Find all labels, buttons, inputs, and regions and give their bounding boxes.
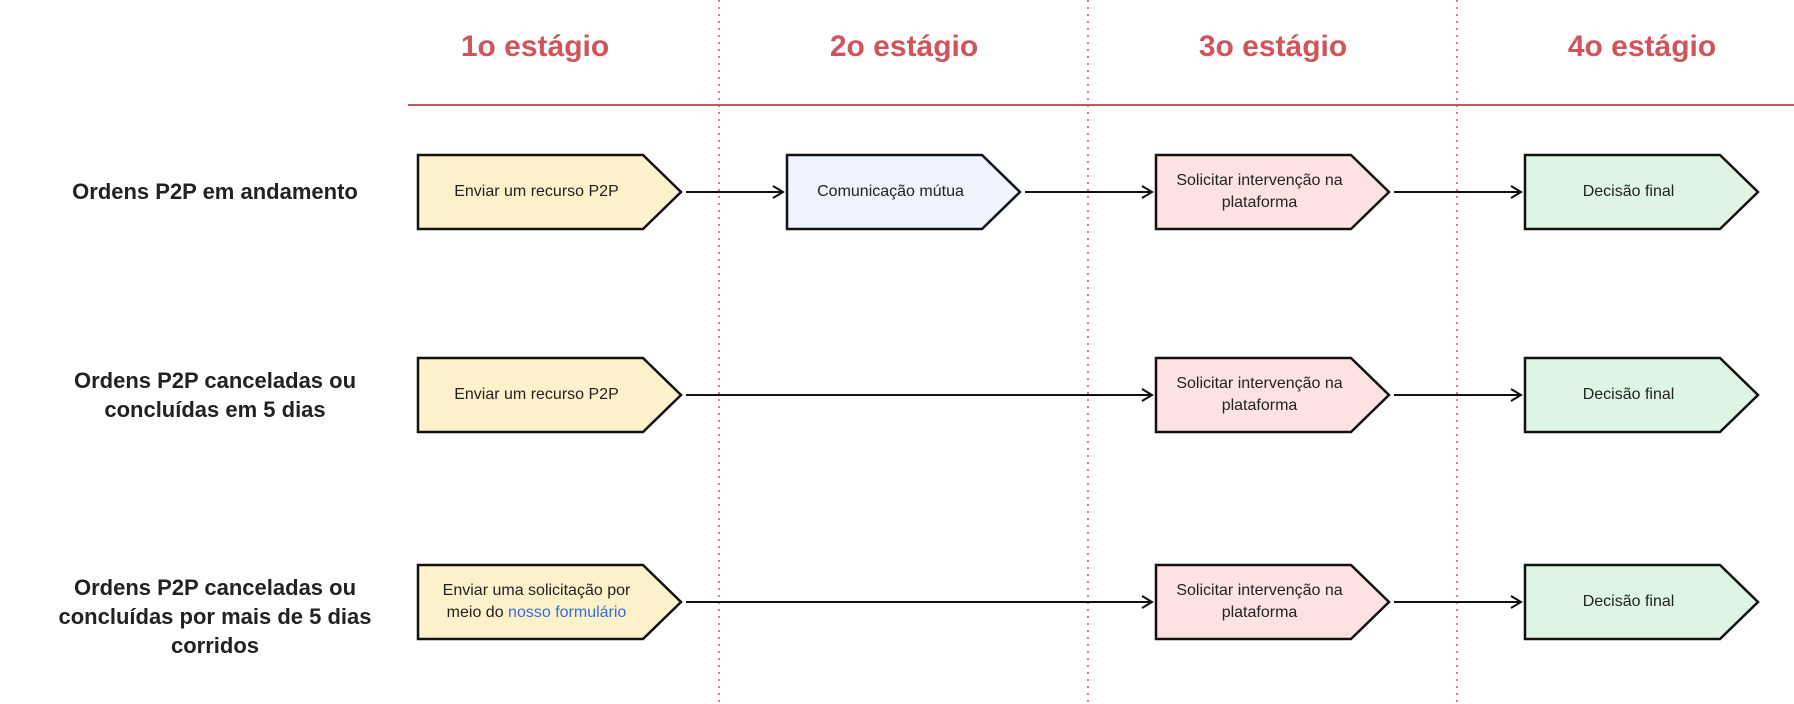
step-shape-r2-s3 <box>1154 356 1391 434</box>
step-shape-r3-s3 <box>1154 563 1391 641</box>
step-label: Enviar um recurso P2P <box>454 183 619 200</box>
stage-title-2: 2o estágio <box>829 30 979 63</box>
step-label: Solicitar intervenção na plataforma <box>1176 172 1343 211</box>
step-text-r2-s3: Solicitar intervenção na plataforma <box>1164 358 1355 432</box>
step-label: Decisão final <box>1582 593 1675 610</box>
step-text-r1-s4: Decisão final <box>1533 155 1724 229</box>
step-text-r3-s1: Enviar uma solicitação por meio do nosso… <box>426 565 647 639</box>
step-shape-r2-s4 <box>1523 356 1760 434</box>
step-text-r1-s3: Solicitar intervenção na plataforma <box>1164 155 1355 229</box>
step-shape-r1-s3 <box>1154 153 1391 231</box>
row-label-3: Ordens P2P canceladas ou concluídas por … <box>58 575 372 658</box>
step-shape-r1-s4 <box>1523 153 1760 231</box>
step-label: Decisão final <box>1582 386 1675 403</box>
row-label-2: Ordens P2P canceladas ou concluídas em 5… <box>73 368 357 422</box>
step-text-r3-s3: Solicitar intervenção na plataforma <box>1164 565 1355 639</box>
step-text-r1-s1: Enviar um recurso P2P <box>426 155 647 229</box>
row-label-1: Ordens P2P em andamento <box>72 179 358 204</box>
step-label: Enviar um recurso P2P <box>454 386 619 403</box>
step-label: Decisão final <box>1582 183 1675 200</box>
step-label: Comunicação mútua <box>817 183 964 200</box>
step-shape-r1-s1 <box>416 153 683 231</box>
step-text-r3-s4: Decisão final <box>1533 565 1724 639</box>
stage-title-4: 4o estágio <box>1567 30 1717 63</box>
step-shape-r1-s2 <box>785 153 1022 231</box>
step-text-r1-s2: Comunicação mútua <box>795 155 986 229</box>
step-text-r2-s1: Enviar um recurso P2P <box>426 358 647 432</box>
step-shape-r2-s1 <box>416 356 683 434</box>
stage-title-1: 1o estágio <box>460 30 610 63</box>
form-link[interactable]: nosso formulário <box>508 604 627 621</box>
step-shape-r3-s4 <box>1523 563 1760 641</box>
step-text-r2-s4: Decisão final <box>1533 358 1724 432</box>
step-label: Solicitar intervenção na plataforma <box>1176 582 1343 621</box>
step-shape-r3-s1 <box>416 563 683 641</box>
step-label: Solicitar intervenção na plataforma <box>1176 375 1343 414</box>
stage-title-3: 3o estágio <box>1198 30 1348 63</box>
step-label: Enviar uma solicitação por meio do <box>442 582 631 621</box>
